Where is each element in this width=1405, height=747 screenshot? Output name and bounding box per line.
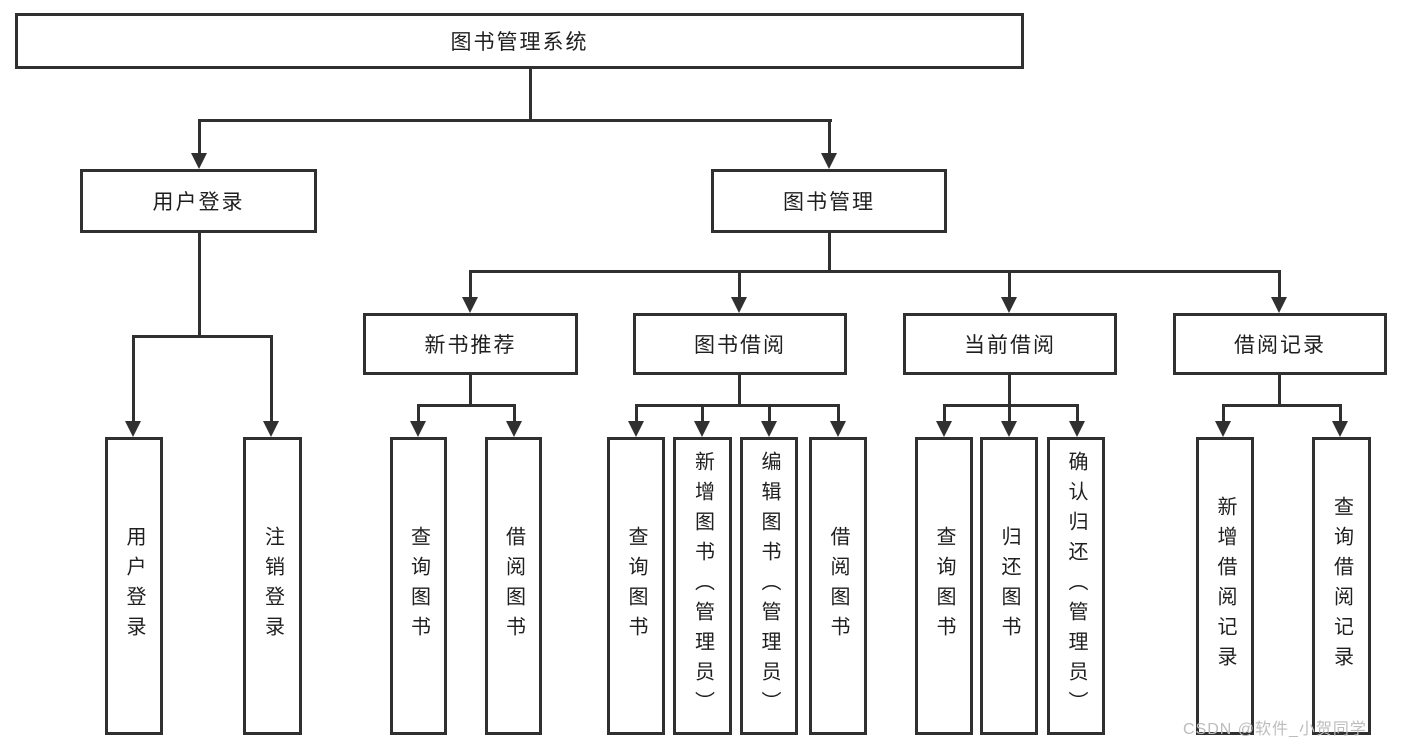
connector-line xyxy=(1339,404,1342,423)
arrow-head xyxy=(263,421,279,437)
leaf-label: 借阅图书 xyxy=(502,526,525,646)
arrow-head xyxy=(410,421,426,437)
connector-line xyxy=(469,270,472,299)
node-book-management: 图书管理 xyxy=(711,169,947,233)
connector-line xyxy=(738,375,741,406)
leaf-label: 查询图书 xyxy=(407,526,430,646)
arrow-head xyxy=(1332,421,1348,437)
arrow-head xyxy=(125,421,141,437)
arrow-head xyxy=(830,421,846,437)
arrow-head xyxy=(821,153,837,169)
arrow-head xyxy=(191,153,207,169)
arrow-head xyxy=(462,297,478,313)
arrow-head xyxy=(1271,297,1287,313)
connector-line xyxy=(635,404,638,423)
arrow-head xyxy=(1001,297,1017,313)
connector-line xyxy=(943,404,1079,407)
connector-line xyxy=(1008,375,1011,406)
connector-line xyxy=(1278,270,1281,299)
node-current-borrow: 当前借阅 xyxy=(903,313,1117,375)
connector-line xyxy=(738,270,741,299)
arrow-head xyxy=(628,421,644,437)
connector-line xyxy=(701,404,704,423)
connector-line xyxy=(417,404,420,423)
leaf-borrow-books: 借阅图书 xyxy=(809,437,867,735)
arrow-head xyxy=(761,421,777,437)
arrow-head xyxy=(1001,421,1017,437)
connector-line xyxy=(469,375,472,406)
connector-line xyxy=(417,404,516,407)
connector-line xyxy=(1008,270,1011,299)
leaf-return-books: 归还图书 xyxy=(980,437,1038,735)
connector-line xyxy=(1222,404,1225,423)
connector-line xyxy=(529,69,532,121)
node-book-borrow: 图书借阅 xyxy=(633,313,847,375)
leaf-add-books-admin: 新增图书（管理员） xyxy=(673,437,732,735)
connector-line xyxy=(1076,404,1079,423)
leaf-edit-books-admin: 编辑图书（管理员） xyxy=(740,437,798,735)
node-borrow-record: 借阅记录 xyxy=(1173,313,1387,375)
node-user-login: 用户登录 xyxy=(80,169,317,233)
leaf-confirm-return-admin: 确认归还（管理员） xyxy=(1047,437,1105,735)
connector-line xyxy=(943,404,946,423)
connector-line xyxy=(1008,404,1011,423)
leaf-label: 确认归还（管理员） xyxy=(1065,451,1087,721)
leaf-add-borrow-record: 新增借阅记录 xyxy=(1196,437,1254,735)
node-new-book-recommend: 新书推荐 xyxy=(363,313,578,375)
csdn-watermark: CSDN @软件_小贺同学 xyxy=(1183,721,1367,738)
leaf-label: 查询图书 xyxy=(625,526,647,646)
connector-line xyxy=(768,404,771,423)
arrow-head xyxy=(1215,421,1231,437)
connector-line xyxy=(469,270,1281,273)
leaf-label: 查询图书 xyxy=(933,526,955,646)
connector-line xyxy=(198,119,832,122)
leaf-label: 新增图书（管理员） xyxy=(691,451,714,721)
arrow-head xyxy=(936,421,952,437)
leaf-borrow-books-recommend: 借阅图书 xyxy=(485,437,542,735)
leaf-label: 新增借阅记录 xyxy=(1214,496,1236,676)
leaf-label: 借阅图书 xyxy=(827,526,849,646)
connector-line xyxy=(132,335,273,338)
connector-line xyxy=(837,404,840,423)
arrow-head xyxy=(694,421,710,437)
leaf-query-books-current: 查询图书 xyxy=(915,437,973,735)
leaf-query-borrow-record: 查询借阅记录 xyxy=(1312,437,1371,735)
leaf-query-books-recommend: 查询图书 xyxy=(390,437,447,735)
arrow-head xyxy=(506,421,522,437)
arrow-head xyxy=(1069,421,1085,437)
leaf-label: 查询借阅记录 xyxy=(1330,496,1353,676)
leaf-user-login: 用户登录 xyxy=(105,437,163,735)
connector-line xyxy=(132,335,135,423)
leaf-query-books-borrow: 查询图书 xyxy=(607,437,665,735)
leaf-label: 归还图书 xyxy=(998,526,1020,646)
connector-line xyxy=(198,119,201,155)
connector-line xyxy=(198,232,201,337)
connector-line xyxy=(828,119,831,155)
connector-line xyxy=(270,335,273,423)
leaf-label: 用户登录 xyxy=(123,526,145,646)
arrow-head xyxy=(731,297,747,313)
leaf-logout: 注销登录 xyxy=(243,437,302,735)
node-root: 图书管理系统 xyxy=(15,13,1024,69)
leaf-label: 注销登录 xyxy=(261,526,284,646)
connector-line xyxy=(1278,375,1281,406)
connector-line xyxy=(635,404,840,407)
connector-line xyxy=(513,404,516,423)
connector-line xyxy=(828,233,831,272)
leaf-label: 编辑图书（管理员） xyxy=(758,451,780,721)
connector-line xyxy=(1222,404,1342,407)
